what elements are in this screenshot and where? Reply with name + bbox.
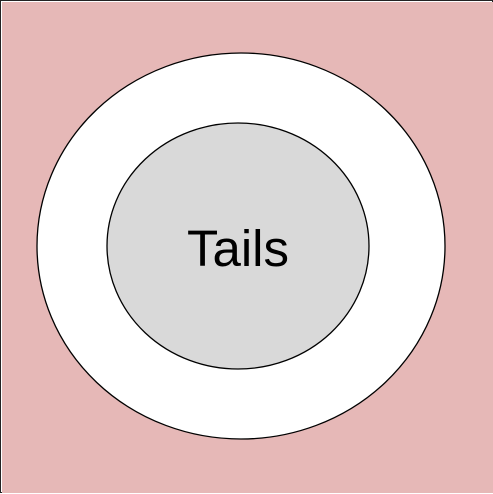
center-label: Tails [187,220,289,277]
inner-disc [106,122,370,370]
